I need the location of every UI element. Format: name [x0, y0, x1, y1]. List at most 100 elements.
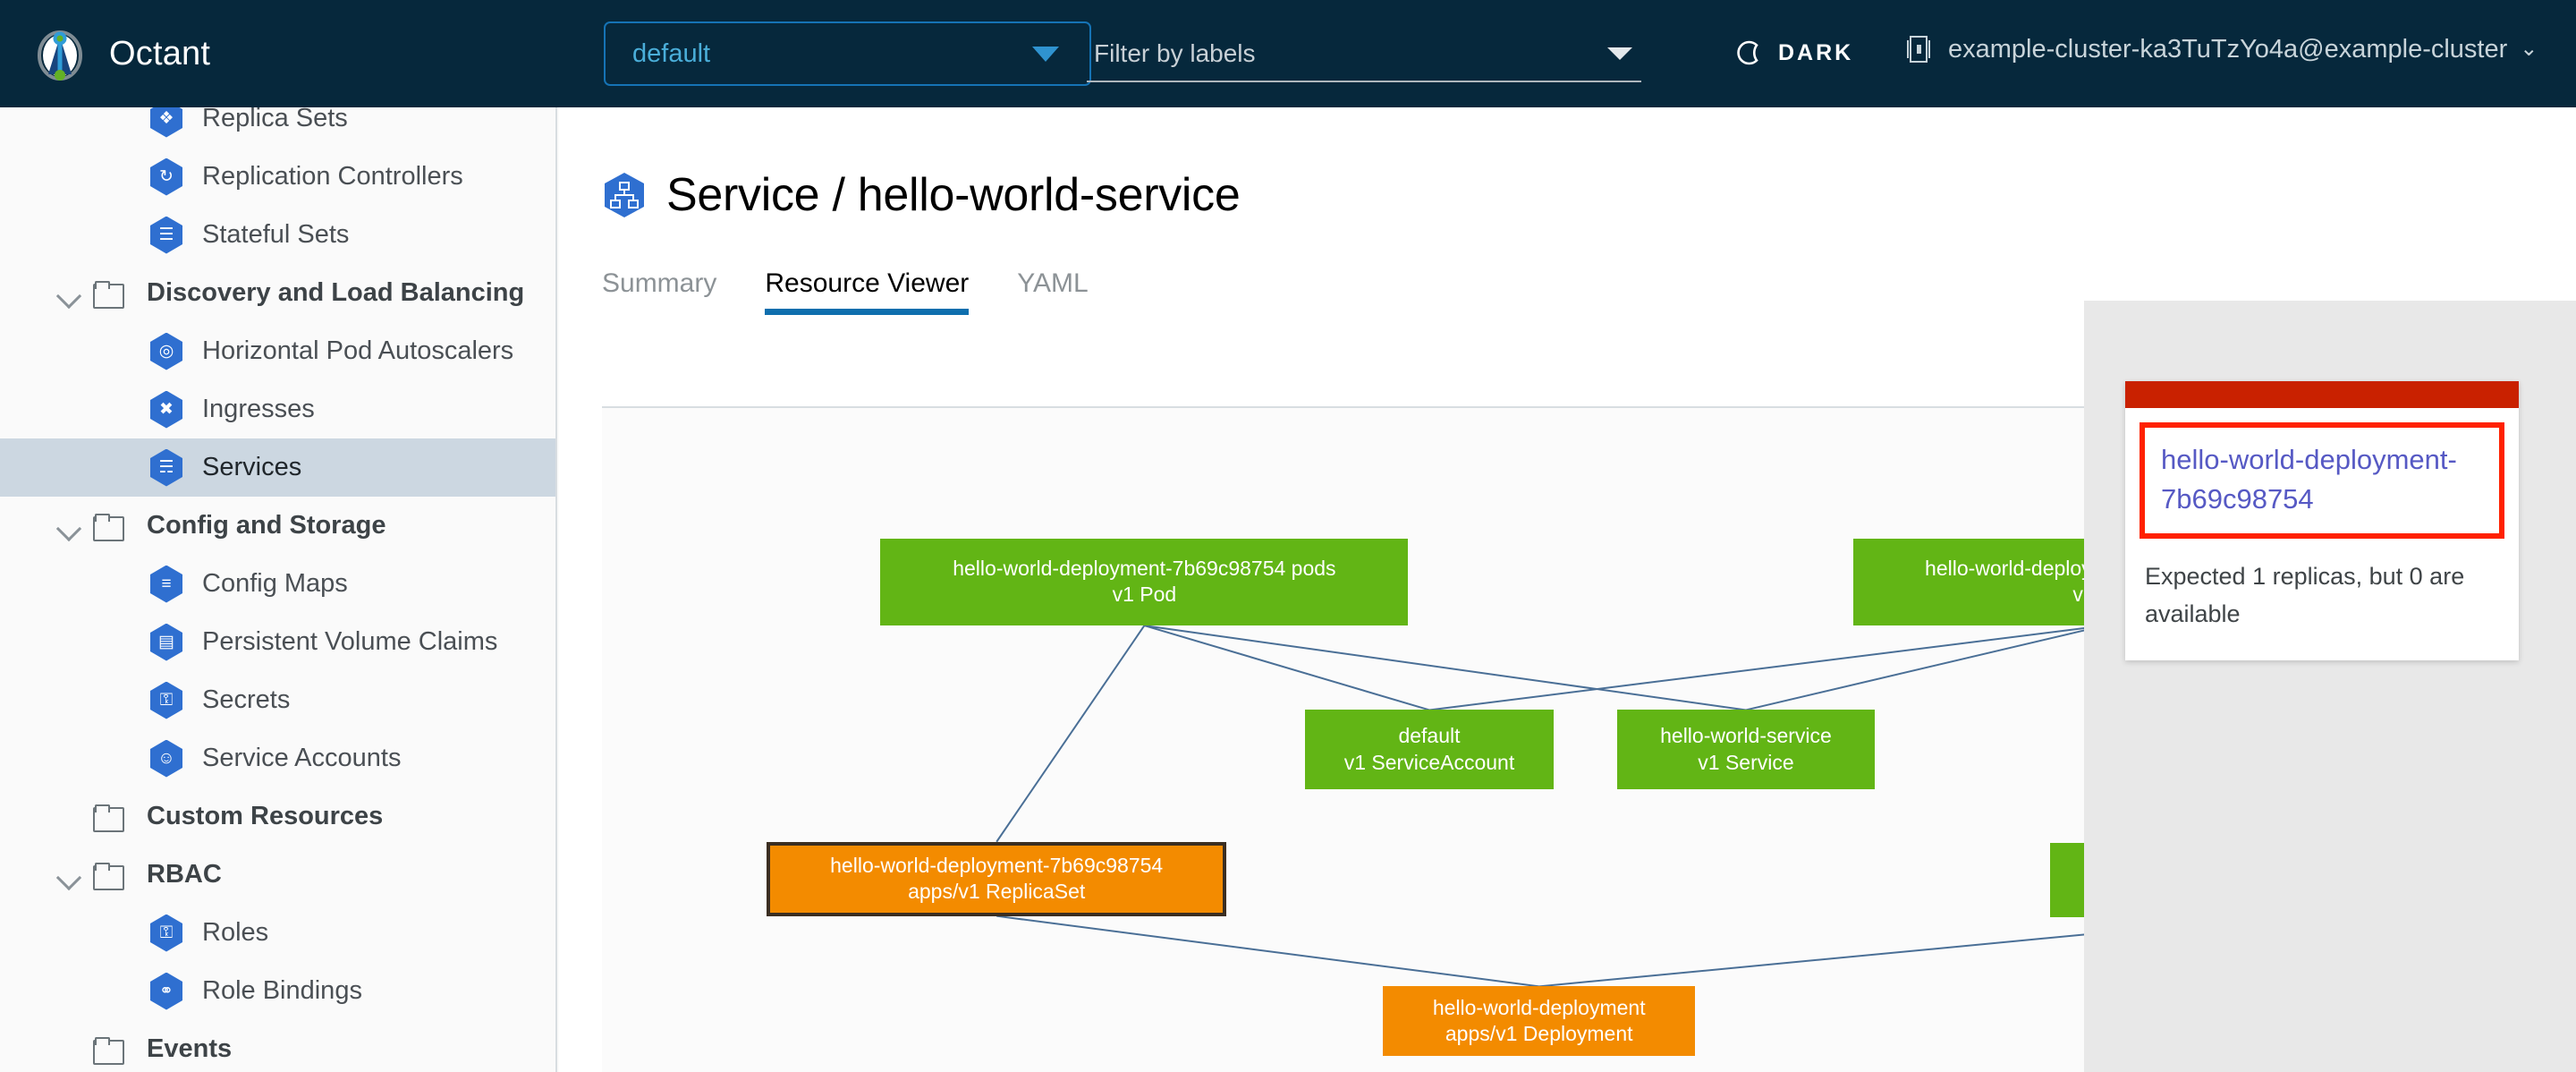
- graph-node-kind: v1 ServiceAccount: [1343, 750, 1515, 774]
- sidebar-item-replication-controllers[interactable]: ↻Replication Controllers: [0, 148, 555, 206]
- sidebar-item-label: Stateful Sets: [202, 220, 350, 249]
- sidebar-item-rbac[interactable]: RBAC: [0, 846, 555, 904]
- sidebar-item-label: Service Accounts: [202, 744, 402, 772]
- sidebar-item-label: Events: [147, 1034, 233, 1063]
- chevron-down-icon: [1607, 47, 1632, 60]
- k8s-secret-icon: ⚿: [148, 681, 184, 719]
- sidebar-item-discovery-and-load-balancing[interactable]: Discovery and Load Balancing: [0, 264, 555, 322]
- graph-node-rs-7b69[interactable]: hello-world-deployment-7b69c98754 apps/v1…: [766, 841, 1227, 916]
- sidebar-item-replica-sets[interactable]: ❖Replica Sets: [0, 98, 555, 148]
- app-header: Octant default DARK example-cluster-ka3T…: [0, 0, 2576, 107]
- search-input[interactable]: [1094, 39, 1607, 68]
- k8s-service-icon: ☴: [148, 448, 184, 487]
- sidebar-item-label: Discovery and Load Balancing: [147, 278, 525, 307]
- app-title: Octant: [109, 34, 211, 72]
- folder-icon: [93, 804, 124, 832]
- sidebar-item-horizontal-pod-autoscalers[interactable]: ◎ Horizontal Pod Autoscalers: [0, 322, 555, 380]
- k8s-service-icon: [602, 172, 647, 218]
- cluster-name: example-cluster-ka3TuTzYo4a@example-clus…: [1948, 34, 2508, 64]
- cluster-icon: [1907, 36, 1930, 63]
- graph-edge: [1745, 625, 2106, 711]
- k8s-pvc-icon: ▤: [148, 623, 184, 661]
- graph-node-name: hello-world-deployment-7b69c98754: [830, 853, 1164, 877]
- sidebar-item-stateful-sets[interactable]: ☰ Stateful Sets: [0, 206, 555, 264]
- graph-node-kind: v1 Pod: [1112, 583, 1177, 607]
- k8s-configmap-icon: ≡: [148, 565, 184, 603]
- cluster-selector[interactable]: example-cluster-ka3TuTzYo4a@example-clus…: [1905, 34, 2538, 64]
- k8s-ingress-icon: ✖: [148, 390, 184, 429]
- sidebar-item-service-accounts[interactable]: ☺ Service Accounts: [0, 729, 555, 787]
- octant-logo-icon: [32, 26, 88, 81]
- graph-edge: [1428, 625, 2106, 711]
- graph-edge: [1144, 625, 1747, 711]
- folder-icon: [93, 280, 124, 309]
- chevron-down-icon: ⌄: [2520, 37, 2538, 61]
- sidebar-item-config-maps[interactable]: ≡ Config Maps: [0, 555, 555, 613]
- graph-node-kind: apps/v1 Deployment: [1445, 1021, 1633, 1045]
- k8s-hpa-icon: ◎: [148, 332, 184, 370]
- sidebar-item-secrets[interactable]: ⚿ Secrets: [0, 671, 555, 729]
- selected-resource-link[interactable]: hello-world-deployment-7b69c98754: [2161, 444, 2457, 515]
- graph-node-kind: v1 Service: [1698, 750, 1794, 774]
- sidebar-item-label: Replica Sets: [202, 104, 348, 132]
- page-header: Service / hello-world-service: [602, 168, 2576, 222]
- sidebar-item-label: RBAC: [147, 860, 222, 889]
- status-card: hello-world-deployment-7b69c98754 Expect…: [2125, 381, 2519, 660]
- sidebar-item-label: Custom Resources: [147, 802, 384, 830]
- sidebar-item-ingresses[interactable]: ✖ Ingresses: [0, 380, 555, 438]
- sidebar-item-custom-resources[interactable]: Custom Resources: [0, 787, 555, 846]
- sidebar-item-label: Persistent Volume Claims: [202, 627, 498, 656]
- graph-node-name: hello-world-deployment-7b69c98754 pods: [953, 557, 1336, 580]
- namespace-value: default: [632, 38, 711, 68]
- sidebar-item-config-and-storage[interactable]: Config and Storage: [0, 497, 555, 555]
- sidebar-item-persistent-volume-claims[interactable]: ▤ Persistent Volume Claims: [0, 613, 555, 671]
- tab-resource-viewer[interactable]: Resource Viewer: [765, 268, 969, 315]
- sidebar-item-roles[interactable]: ⚿Roles: [0, 904, 555, 962]
- graph-edge: [1144, 625, 1430, 711]
- sidebar-item-label: Config and Storage: [147, 511, 386, 540]
- label-filter[interactable]: [1087, 27, 1641, 82]
- tab-summary[interactable]: Summary: [602, 268, 717, 298]
- k8s-rolebinding-icon: ⚭: [148, 972, 184, 1010]
- status-message: Expected 1 replicas, but 0 are available: [2145, 563, 2465, 627]
- graph-edge: [996, 915, 1539, 988]
- graph-edge: [996, 625, 1146, 843]
- sidebar-item-services[interactable]: ☴Services: [0, 438, 555, 497]
- sidebar-item-role-bindings[interactable]: ⚭Role Bindings: [0, 962, 555, 1020]
- k8s-role-icon: ⚿: [148, 914, 184, 952]
- graph-node-name: default: [1398, 724, 1461, 748]
- folder-icon: [93, 513, 124, 541]
- graph-node-name: hello-world-service: [1660, 724, 1832, 748]
- caret-placeholder: [54, 1034, 84, 1065]
- sidebar-item-events[interactable]: Events: [0, 1020, 555, 1072]
- k8s-serviceaccount-icon: ☺: [148, 739, 184, 778]
- sidebar-item-label: Secrets: [202, 685, 291, 714]
- tab-yaml[interactable]: YAML: [1017, 268, 1089, 298]
- graph-node-pod-7b69[interactable]: hello-world-deployment-7b69c98754 pods v1…: [880, 538, 1409, 626]
- sidebar[interactable]: ❖Replica Sets↻Replication Controllers ☰ St…: [0, 98, 557, 1072]
- namespace-selector[interactable]: default: [604, 21, 1091, 86]
- graph-node-kind: apps/v1 ReplicaSet: [908, 880, 1086, 904]
- selected-resource-box[interactable]: hello-world-deployment-7b69c98754: [2140, 422, 2504, 540]
- sidebar-item-label: Ingresses: [202, 395, 315, 423]
- chevron-down-icon[interactable]: [54, 278, 84, 309]
- chevron-down-icon[interactable]: [54, 860, 84, 890]
- caret-placeholder: [54, 802, 84, 832]
- k8s-statefulset-icon: ☰: [148, 216, 184, 254]
- graph-node-name: hello-world-deployment: [1432, 995, 1646, 1019]
- detail-panel: hello-world-deployment-7b69c98754 Expect…: [2084, 301, 2576, 1072]
- moon-icon: [1737, 40, 1758, 65]
- page-title: Service / hello-world-service: [666, 169, 1241, 221]
- sidebar-item-label: Config Maps: [202, 569, 348, 598]
- status-badge: [2125, 381, 2519, 408]
- theme-toggle-button[interactable]: DARK: [1735, 38, 1853, 68]
- folder-icon: [93, 1036, 124, 1065]
- theme-toggle-label: DARK: [1778, 39, 1854, 65]
- chevron-down-icon[interactable]: [54, 511, 84, 541]
- sidebar-item-label: Horizontal Pod Autoscalers: [202, 336, 514, 365]
- brand[interactable]: Octant: [32, 26, 210, 81]
- sidebar-item-label: Replication Controllers: [202, 162, 463, 191]
